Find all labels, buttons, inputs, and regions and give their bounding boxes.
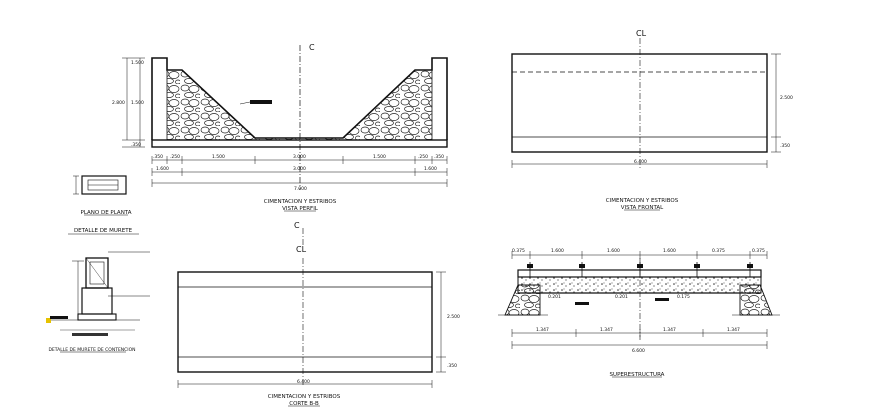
dim-b6: .250 (418, 154, 428, 160)
dim-total: 7.000 (294, 186, 307, 192)
super-title: SUPERESTRUCTURA (610, 372, 665, 378)
dim-b1: .350 (153, 154, 163, 160)
dim-b3: 1.500 (212, 154, 225, 160)
super-top-1: 0.375 (512, 248, 525, 254)
section-view: C CL 2.500 .350 6.400 CIMENTACION Y ESTR… (177, 221, 460, 407)
abutment-outline (151, 57, 448, 140)
plan-view-detail: PLANO DE PLANTA (73, 175, 132, 216)
super-bot-2: 1.347 (600, 327, 613, 333)
dim-left-top: 1.500 (131, 60, 144, 66)
dim-b7: .350 (434, 154, 444, 160)
profile-view: C 1.500 2.800 1.500 .350 .350 .250 1.500… (112, 43, 448, 212)
dim-left-mid: 2.800 (112, 100, 125, 106)
super-top-2: 1.600 (551, 248, 564, 254)
profile-title: CIMENTACION Y ESTRIBOS (264, 199, 337, 205)
front-title: CIMENTACION Y ESTRIBOS (606, 198, 679, 204)
super-top-4: 1.600 (663, 248, 676, 254)
super-note-2: 0.201 (615, 294, 628, 300)
dim-left-bot: .350 (131, 142, 141, 148)
section-dim-base: .350 (447, 363, 457, 369)
front-dim-width: 6.400 (634, 159, 647, 165)
front-view: CL 2.500 .350 6.400 CIMENTACION Y ESTRIB… (511, 29, 793, 211)
centerline-mark: C (309, 43, 315, 52)
front-centerline-mark: CL (636, 29, 647, 38)
wall-detail: DETALLE DE MURETE DE CONTENCION (46, 251, 150, 353)
super-top-6: 0.375 (752, 248, 765, 254)
super-top-5: 0.375 (712, 248, 725, 254)
section-dim-width: 6.400 (297, 379, 310, 385)
stone-masonry-fill (167, 70, 432, 140)
section-centerline-mark: CL (296, 245, 307, 254)
foundation-slab (151, 139, 448, 148)
section-title: CIMENTACION Y ESTRIBOS (268, 394, 341, 400)
section-dim-height: 2.500 (447, 314, 460, 320)
dim-r2-3: 1.600 (424, 166, 437, 172)
super-note-3: 0.175 (677, 294, 690, 300)
dim-r2-1: 1.600 (156, 166, 169, 172)
super-bot-3: 1.347 (663, 327, 676, 333)
section-centerline-mark-top: C (294, 221, 300, 230)
profile-subtitle: VISTA PERFIL (282, 206, 319, 212)
dim-b4: 3.000 (293, 154, 306, 160)
front-dim-height: 2.500 (780, 95, 793, 101)
front-subtitle: VISTA FRONTAL (621, 205, 664, 211)
super-total: 6.600 (632, 348, 645, 354)
dim-b5: 1.500 (373, 154, 386, 160)
super-top-3: 1.600 (607, 248, 620, 254)
super-bot-1: 1.347 (536, 327, 549, 333)
superstructure-view: 0.375 1.600 1.600 1.600 0.375 0.375 0.2 (498, 248, 780, 378)
dim-r2-2: 3.000 (293, 166, 306, 172)
detail-wall-title: DETALLE DE MURETE (74, 228, 133, 234)
section-subtitle: CORTE B-B (289, 401, 319, 407)
bottom-detail-label: DETALLE DE MURETE DE CONTENCION (48, 347, 135, 353)
super-bot-4: 1.347 (727, 327, 740, 333)
super-note-1: 0.201 (548, 294, 561, 300)
front-dim-base: .350 (780, 143, 790, 149)
dim-b2: .250 (170, 154, 180, 160)
dim-left-mid2: 1.500 (131, 100, 144, 106)
plan-title: PLANO DE PLANTA (81, 210, 132, 216)
